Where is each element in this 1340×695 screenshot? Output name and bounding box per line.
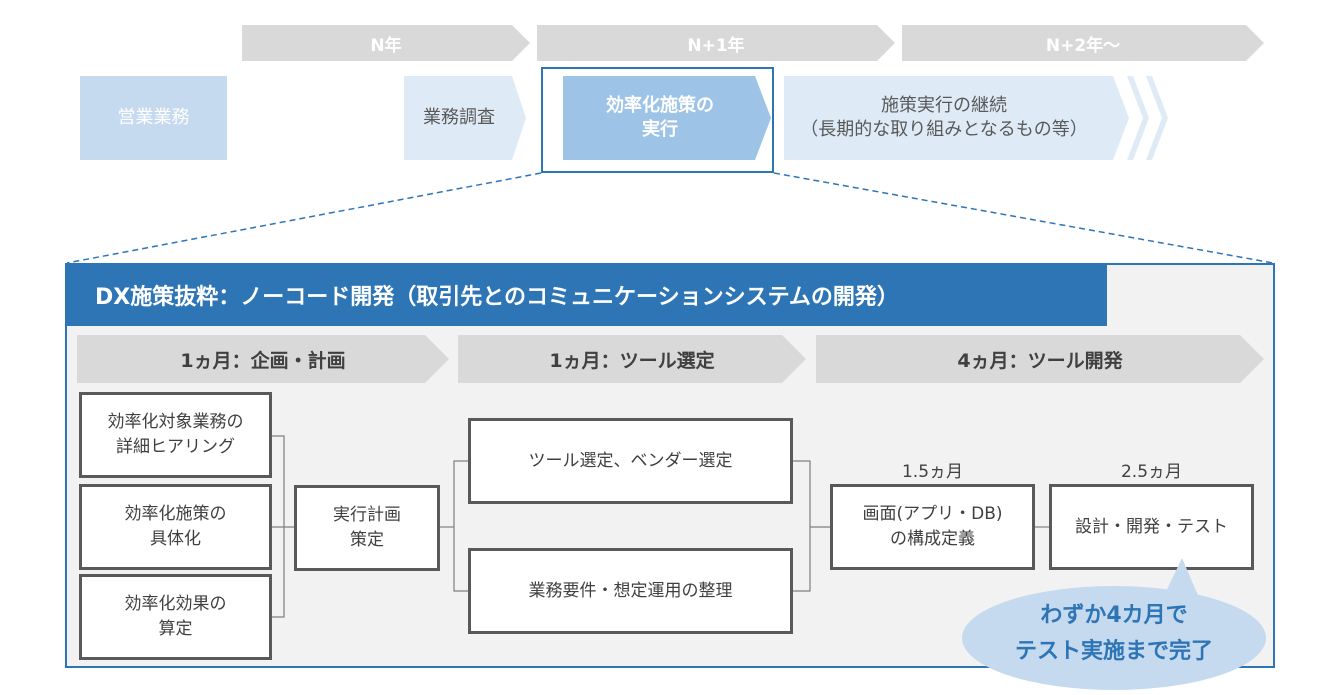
duration-develop: 2.5ヵ月 [1049,457,1254,482]
box-tool-select: ツール選定、ベンダー選定 [468,418,793,504]
box-requirements-text: 業務要件・想定運用の整理 [528,580,733,601]
detail-title-text: DX施策抜粋：ノーコード開発（取引先とのコミュニケーションシステムの開発） [95,285,899,310]
phase-continue-text: 施策実行の継続 （長期的な取り組みとなるもの等） [784,76,1104,160]
box-estimate: 効率化効果の 算定 [79,574,272,660]
box-develop-text: 設計・開発・テスト [1075,516,1228,537]
year-label: N年 [370,35,402,56]
phase-continue-line2: （長期的な取り組みとなるもの等） [800,119,1088,140]
callout-line1: わずか4カ月で [1040,603,1188,628]
phase-execute-label: 効率化施策の 実行 [606,94,714,140]
callout-text: わずか4カ月で テスト実施まで完了 [962,598,1266,671]
box-concretize-text: 効率化施策の 具体化 [124,504,227,549]
duration-screen-text: 1.5ヵ月 [901,462,964,482]
box-concretize: 効率化施策の 具体化 [79,484,272,570]
box-hearing: 効率化対象業務の 詳細ヒアリング [79,392,272,478]
step-label: 1ヵ月：企画・計画 [180,349,346,372]
callout-line2: テスト実施まで完了 [1014,639,1213,665]
detail-title: DX施策抜粋：ノーコード開発（取引先とのコミュニケーションシステムの開発） [65,264,1107,326]
year-bar-n2: N+2年～ [902,25,1264,61]
step-label: 4ヵ月：ツール開発 [957,349,1123,372]
box-estimate-text: 効率化効果の 算定 [124,594,227,639]
box-plan-text: 実行計画 策定 [333,505,401,550]
box-tool-select-text: ツール選定、ベンダー選定 [528,450,733,471]
year-bar-n: N年 [242,25,530,61]
duration-screen: 1.5ヵ月 [830,457,1035,482]
box-screen-text: 画面(アプリ・DB) の構成定義 [862,504,1003,549]
box-requirements: 業務要件・想定運用の整理 [468,548,793,634]
year-label: N+2年～ [1045,35,1121,56]
duration-develop-text: 2.5ヵ月 [1120,462,1183,482]
phase-execute: 効率化施策の 実行 [563,76,771,160]
phase-sales: 営業業務 [80,76,227,160]
step-bar-plan: 1ヵ月：企画・計画 [77,335,449,383]
phase-sales-label: 営業業務 [117,106,190,128]
step-bar-tool-select: 1ヵ月：ツール選定 [458,335,806,383]
box-screen: 画面(アプリ・DB) の構成定義 [830,484,1035,570]
phase-survey-label: 業務調査 [423,106,495,128]
box-develop: 設計・開発・テスト [1049,484,1254,570]
box-hearing-text: 効率化対象業務の 詳細ヒアリング [107,412,244,457]
phase-continue [784,76,1129,160]
box-plan: 実行計画 策定 [294,485,440,571]
step-label: 1ヵ月：ツール選定 [549,349,715,372]
phase-survey: 業務調査 [404,76,526,160]
year-bar-n1: N+1年 [537,25,895,61]
step-bar-development: 4ヵ月：ツール開発 [816,335,1264,383]
highlight-frame [541,67,774,173]
phase-continue-line1: 施策実行の継続 [881,94,1007,116]
year-label: N+1年 [687,35,745,56]
